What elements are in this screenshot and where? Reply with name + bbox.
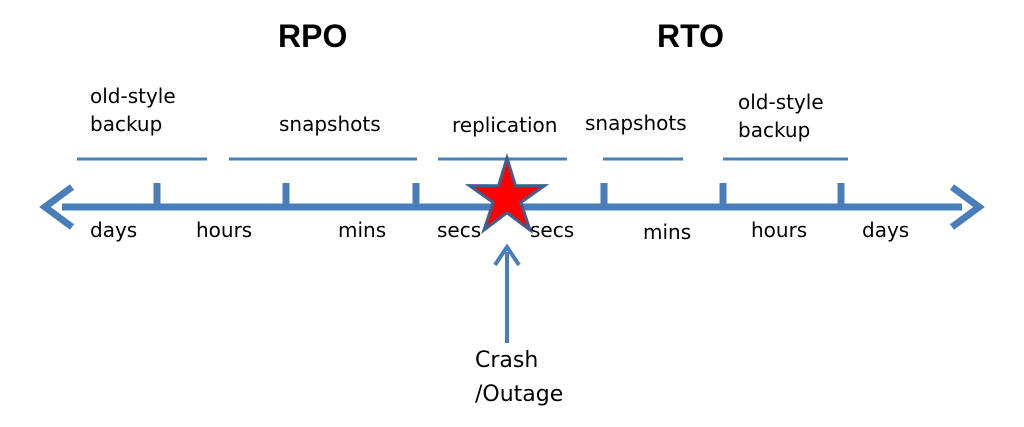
time-label-left-hours: hours: [196, 218, 253, 242]
time-label-right-mins: mins: [643, 220, 692, 244]
label-replication: replication: [452, 113, 558, 137]
time-label-left-days: days: [90, 218, 138, 242]
right-arrowhead: [949, 184, 985, 230]
label-rpo-snapshots: snapshots: [279, 112, 381, 136]
time-label-left-mins: mins: [338, 218, 387, 242]
crash-star-icon: [464, 152, 550, 235]
label-rto-snapshots: snapshots: [585, 111, 687, 135]
crash-arrowhead: [493, 243, 521, 267]
crash-outage-label: Crash /Outage: [475, 348, 564, 407]
time-label-left-secs: secs: [437, 218, 482, 242]
rpo-heading: RPO: [278, 18, 348, 54]
time-label-right-days: days: [862, 218, 910, 242]
time-label-right-hours: hours: [751, 218, 808, 242]
label-rpo-old-style-backup: old-style backup: [90, 84, 176, 136]
time-label-right-secs: secs: [530, 218, 575, 242]
label-rto-old-style-backup: old-style backup: [738, 90, 824, 142]
left-arrowhead: [39, 184, 75, 230]
rto-heading: RTO: [657, 18, 724, 54]
